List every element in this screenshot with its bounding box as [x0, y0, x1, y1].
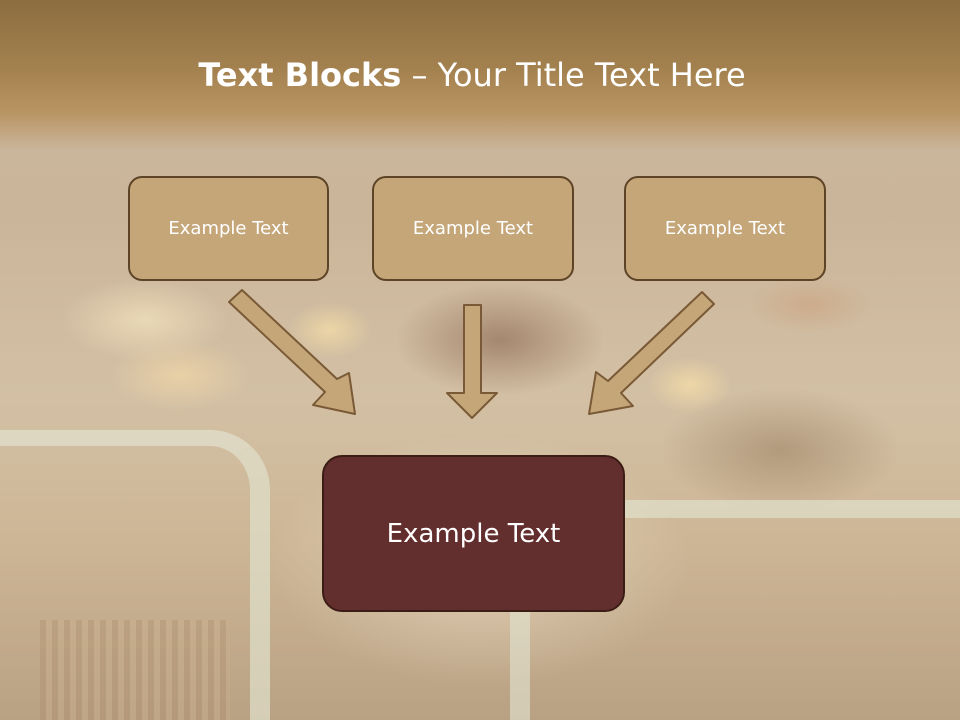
text-block-3[interactable]: Example Text: [624, 176, 826, 281]
arrow-center: [446, 304, 498, 419]
title-bold: Text Blocks: [198, 56, 402, 94]
title-separator: –: [401, 56, 438, 94]
text-block-2-label: Example Text: [412, 218, 534, 239]
title-rest: Your Title Text Here: [437, 56, 746, 94]
main-text-block-label: Example Text: [386, 518, 561, 549]
text-block-2[interactable]: Example Text: [372, 176, 574, 281]
text-block-1-label: Example Text: [168, 218, 289, 239]
text-block-3-label: Example Text: [664, 218, 786, 239]
slide-title: Text Blocks – Your Title Text Here: [0, 55, 944, 95]
header-band: [0, 0, 960, 150]
text-block-1[interactable]: Example Text: [128, 176, 329, 281]
main-text-block[interactable]: Example Text: [322, 455, 625, 612]
arrow-right: [588, 291, 715, 415]
arrow-left: [228, 289, 356, 415]
seat-weave-shape: [40, 620, 230, 720]
chair-left-shape: [0, 430, 270, 720]
